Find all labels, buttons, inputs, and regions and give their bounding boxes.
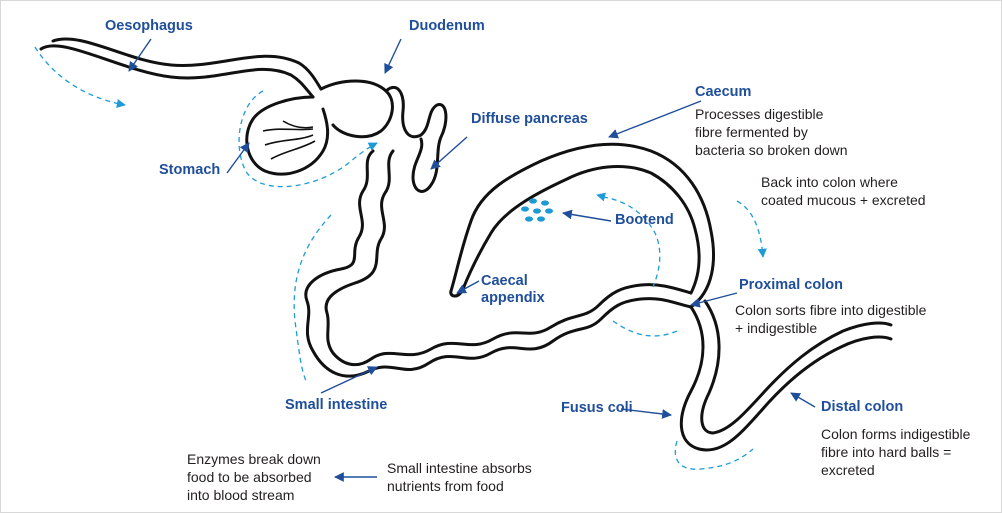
distal-colon-outline-inner [700,299,893,435]
label-pointers [128,38,816,482]
small-intestine-outline-inner [324,149,693,367]
stomach-outline-upper [319,79,394,139]
label-fusus-coli: Fusus coli [561,400,633,416]
note-distal-colon: Colon forms indigestible fibre into hard… [821,426,971,478]
note-back-into-colon: Back into colon where coated mucous + ex… [761,174,926,208]
label-caecal-appendix: Caecal appendix [481,273,545,306]
label-caecum: Caecum [695,84,752,100]
note-small-intestine-absorbs: Small intestine absorbs nutrients from f… [387,460,532,494]
caecum-outline-inner [461,164,701,295]
oesophagus-outline [39,44,315,99]
label-proximal-colon: Proximal colon [739,277,843,293]
label-bootend: Bootend [615,212,674,228]
stomach-folds [262,120,316,160]
note-caecum: Processes digestible fibre fermented by … [695,106,848,158]
caecum-outline [449,142,715,309]
duodenum-outline [384,85,448,193]
label-distal-colon: Distal colon [821,399,904,415]
oesophagus-outline-inner [51,37,323,91]
food-flow-arrows [34,46,767,470]
label-small-intestine: Small intestine [285,397,388,413]
stomach-outline [245,95,330,176]
label-oesophagus: Oesophagus [105,18,193,34]
gut-tube [39,37,893,452]
label-stomach: Stomach [159,162,221,178]
bootend-dots [521,198,553,222]
distal-colon-outline [679,305,893,452]
label-diffuse-pancreas: Diffuse pancreas [471,111,588,127]
note-proximal-colon: Colon sorts fibre into digestible + indi… [735,302,927,336]
label-duodenum: Duodenum [409,18,485,34]
note-enzymes: Enzymes break down food to be absorbed i… [187,451,321,503]
